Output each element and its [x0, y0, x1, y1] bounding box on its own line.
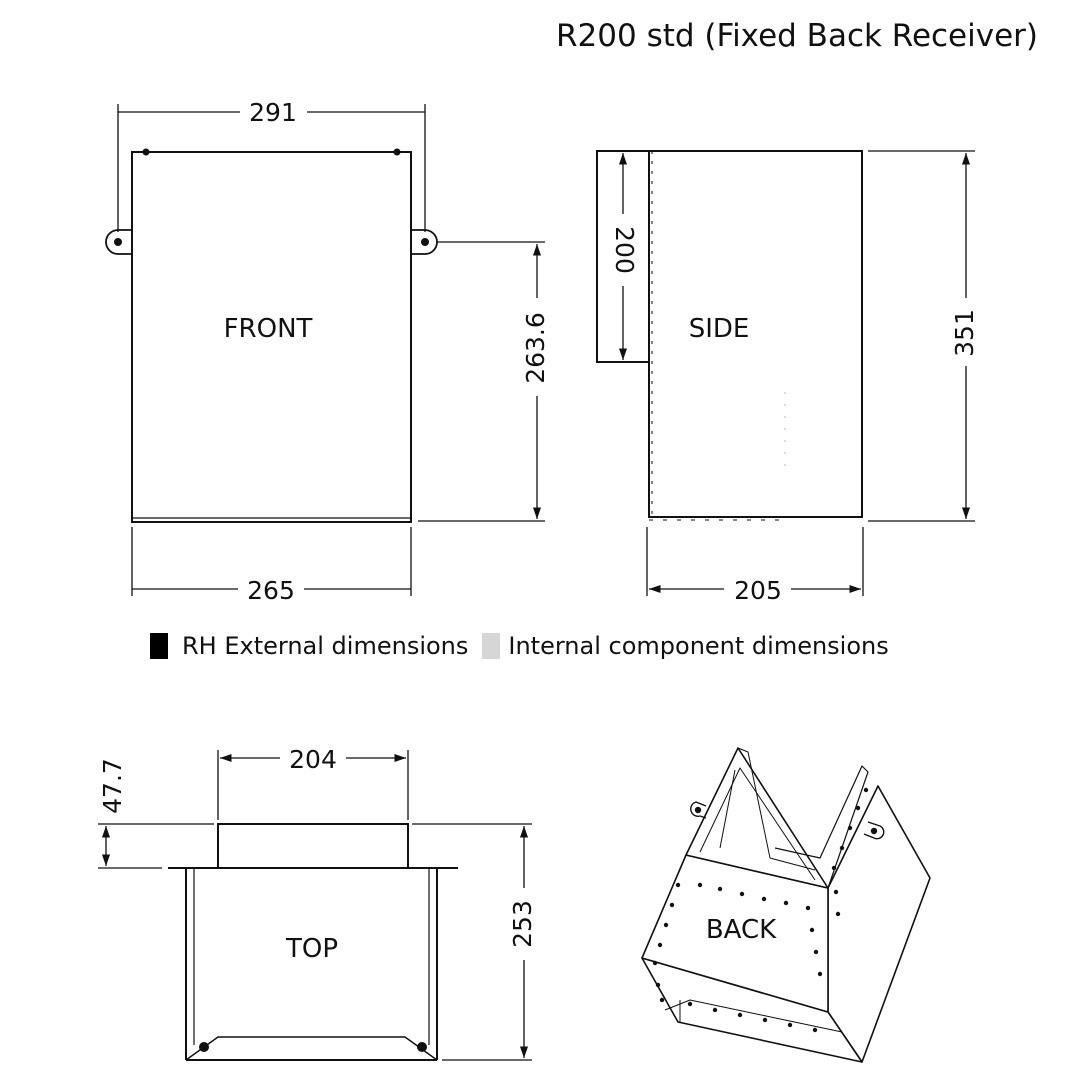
dim-front-width-bottom [131, 527, 412, 596]
dim-front-height [418, 241, 545, 522]
dim-front-width-bottom-label: 265 [247, 576, 295, 605]
top-view [168, 823, 458, 1061]
legend-label-external: RH External dimensions [182, 632, 469, 660]
dim-front-width-top-label: 291 [249, 98, 297, 127]
back-view-label: BACK [706, 915, 777, 945]
side-view-label: SIDE [689, 314, 750, 344]
dim-top-depth-label: 253 [508, 900, 537, 948]
dim-top-width [217, 750, 409, 820]
front-view [105, 148, 438, 523]
dim-top-width-label: 204 [289, 745, 337, 774]
dim-top-depth [412, 823, 532, 1061]
dim-top-flange [98, 823, 214, 869]
dim-front-width-top [117, 104, 426, 232]
drawing-title: R200 std (Fixed Back Receiver) [556, 18, 1038, 54]
back-view [641, 747, 931, 1063]
dim-side-inner-label: 200 [610, 226, 639, 274]
dim-side-height-label: 351 [950, 309, 979, 357]
legend: RH External dimensions Internal componen… [150, 632, 889, 660]
front-view-label: FRONT [224, 314, 313, 344]
dim-front-height-label: 263.6 [521, 312, 550, 384]
legend-swatch-external [150, 633, 168, 659]
dim-top-flange-label: 47.7 [98, 758, 127, 814]
legend-label-internal: Internal component dimensions [508, 632, 889, 660]
dim-side-depth-label: 205 [734, 576, 782, 605]
side-view [596, 150, 863, 521]
top-view-label: TOP [285, 934, 338, 964]
legend-swatch-internal [482, 633, 501, 659]
dim-side-depth [646, 527, 864, 596]
dim-side-height [868, 150, 975, 522]
